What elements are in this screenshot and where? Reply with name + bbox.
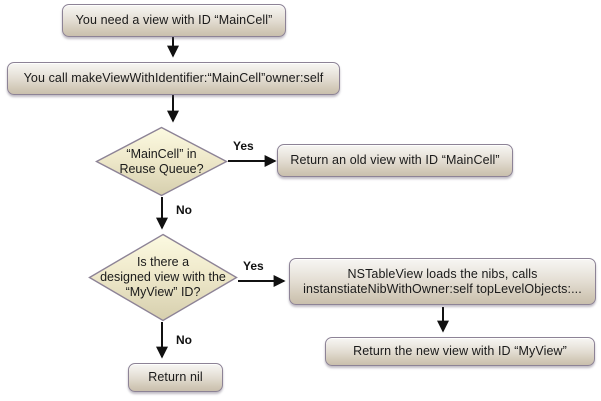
node-start[interactable]: You need a view with ID “MainCell” <box>62 4 286 37</box>
node-call-makeview[interactable]: You call makeViewWithIdentifier:“MainCel… <box>7 62 340 95</box>
node-load-nibs-label: NSTableView loads the nibs, calls instan… <box>303 266 582 296</box>
edge-label-reuse-no: No <box>176 203 192 217</box>
diamond-shape <box>88 233 238 322</box>
node-start-label: You need a view with ID “MainCell” <box>75 13 273 27</box>
node-call-makeview-label: You call makeViewWithIdentifier:“MainCel… <box>23 71 324 85</box>
diamond-shape <box>95 126 228 197</box>
node-return-nil-label: Return nil <box>148 370 203 384</box>
node-return-new-view-label: Return the new view with ID “MyView” <box>353 344 567 358</box>
node-designed-view-decision[interactable]: Is there a designed view with the “MyVie… <box>88 233 238 322</box>
edge-label-designed-no: No <box>176 333 192 347</box>
node-return-old-view-label: Return an old view with ID “MainCell” <box>290 153 500 167</box>
node-return-nil[interactable]: Return nil <box>128 363 223 392</box>
node-return-new-view[interactable]: Return the new view with ID “MyView” <box>325 337 595 366</box>
node-return-old-view[interactable]: Return an old view with ID “MainCell” <box>277 144 513 177</box>
edge-label-reuse-yes: Yes <box>233 139 254 153</box>
edge-label-designed-yes: Yes <box>243 259 264 273</box>
node-load-nibs[interactable]: NSTableView loads the nibs, calls instan… <box>289 258 596 305</box>
node-reuse-queue-decision[interactable]: “MainCell” in Reuse Queue? <box>95 126 228 197</box>
